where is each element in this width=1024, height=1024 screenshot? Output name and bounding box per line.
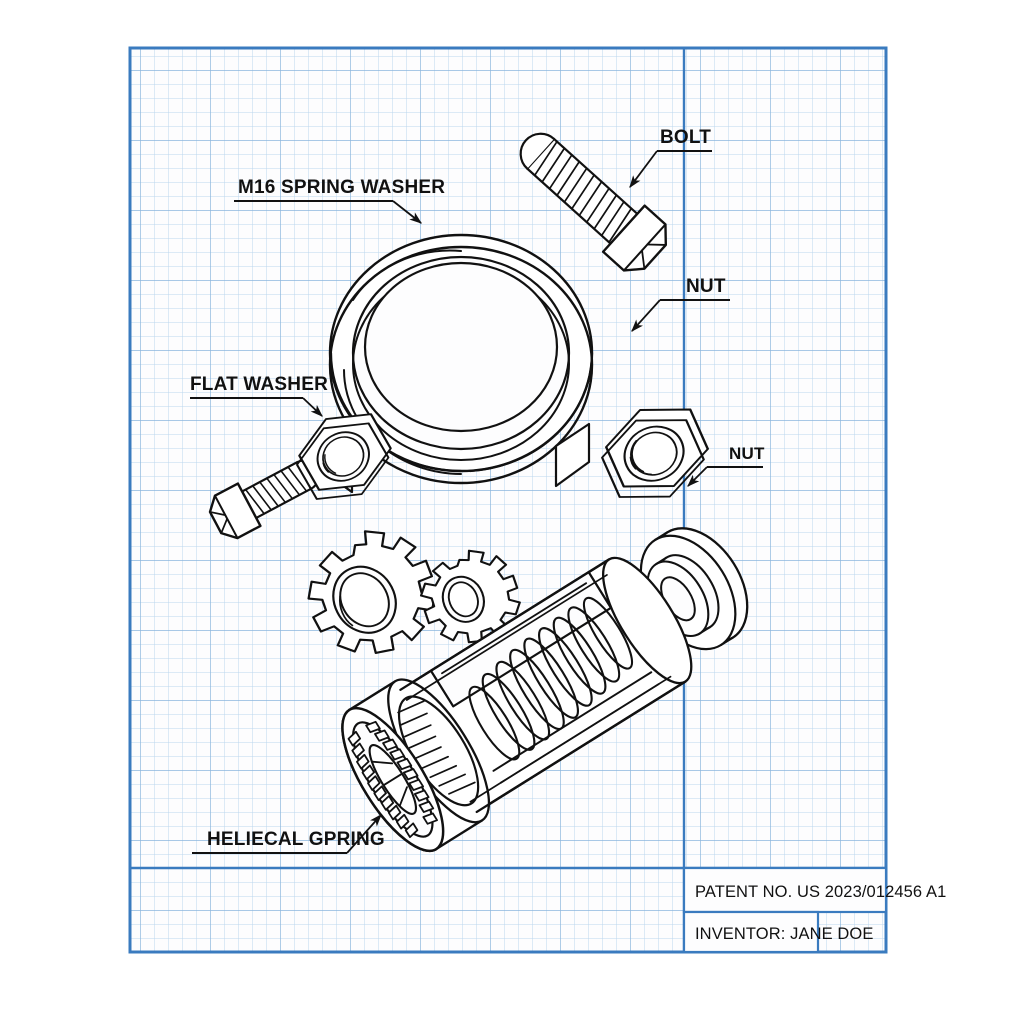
title-block-blank-cell bbox=[817, 911, 887, 953]
part-hex-nut-right bbox=[601, 408, 709, 498]
part-spring-cylinder bbox=[341, 556, 693, 853]
leader-nut-lower bbox=[687, 466, 708, 487]
leader-nut-upper bbox=[631, 299, 661, 332]
part-gear-large bbox=[307, 530, 437, 654]
leader-bolt bbox=[629, 150, 658, 189]
title-block-row-inventor bbox=[682, 910, 820, 954]
leader-helical-spring bbox=[346, 814, 382, 854]
part-gear-small bbox=[419, 549, 521, 644]
callout-underlines bbox=[190, 150, 763, 854]
title-block-patent-number: PATENT NO. US 2023/012456 A1 bbox=[695, 883, 946, 901]
title-block-inventor: INVENTOR: JANE DOE bbox=[695, 925, 873, 943]
label-helical-spring: HELIECAL GPRING bbox=[207, 829, 385, 850]
title-block-row-patent bbox=[682, 866, 888, 914]
callout-leaders bbox=[302, 150, 708, 854]
leader-flat-washer bbox=[302, 397, 323, 417]
label-nut-lower: NUT bbox=[729, 444, 765, 463]
assembly-artwork bbox=[208, 132, 749, 853]
part-spring-washer-coil bbox=[316, 233, 594, 494]
part-hex-bolt-large bbox=[519, 132, 668, 272]
title-block: PATENT NO. US 2023/012456 A1 INVENTOR: J… bbox=[682, 866, 946, 954]
label-m16-spring-washer: M16 SPRING WASHER bbox=[238, 177, 445, 198]
leader-m16-spring-washer bbox=[392, 200, 422, 224]
label-bolt: BOLT bbox=[660, 127, 711, 148]
label-flat-washer: FLAT WASHER bbox=[190, 374, 328, 395]
part-hex-nut-left bbox=[296, 413, 392, 500]
label-nut-upper: NUT bbox=[686, 276, 726, 297]
